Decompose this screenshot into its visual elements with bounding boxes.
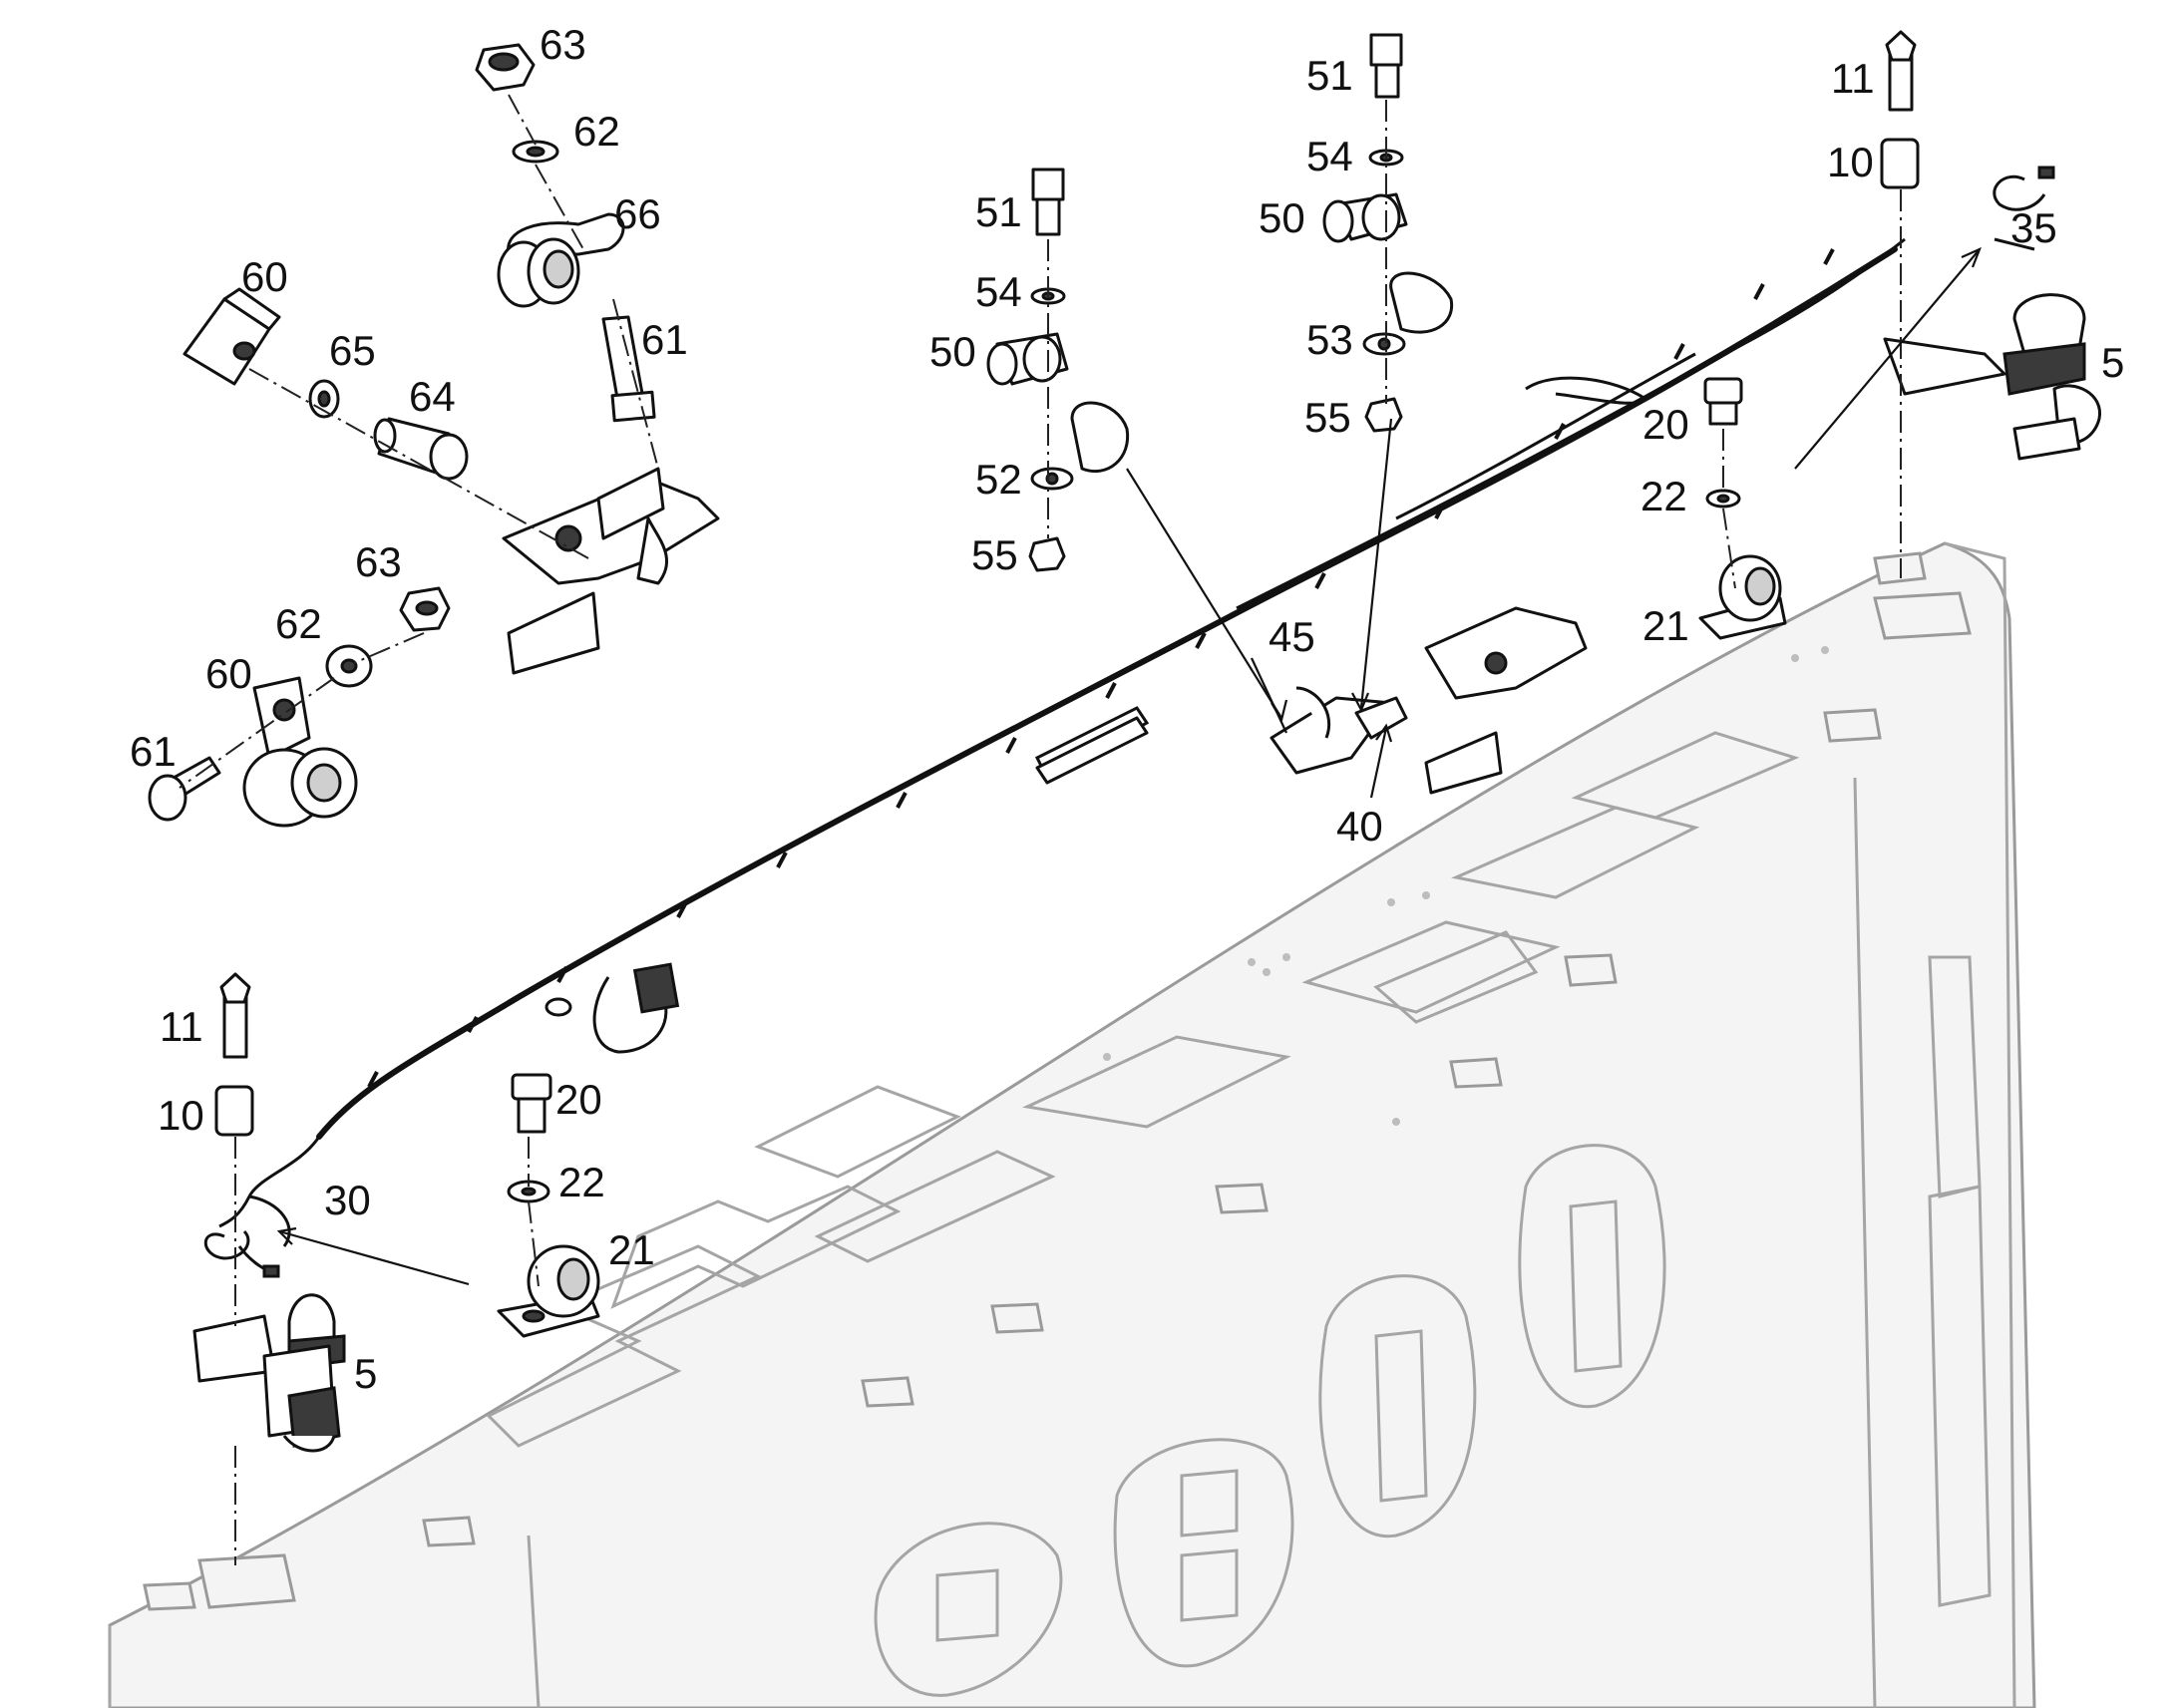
callout-20-left: 20 xyxy=(555,1076,602,1123)
callout-21-left: 21 xyxy=(608,1226,655,1273)
mirror-mount-right xyxy=(1698,30,2101,640)
callout-10-right: 10 xyxy=(1827,139,1874,185)
callout-60-top: 60 xyxy=(241,253,288,300)
callout-10-left: 10 xyxy=(158,1092,204,1139)
callout-35: 35 xyxy=(2010,204,2057,251)
callout-50-right: 50 xyxy=(1259,194,1305,241)
callout-52: 52 xyxy=(975,456,1022,503)
callout-5-left: 5 xyxy=(354,1350,377,1397)
callout-5-right: 5 xyxy=(2101,339,2124,386)
callout-21-right: 21 xyxy=(1642,602,1689,649)
callout-63-top: 63 xyxy=(540,21,586,68)
callout-45: 45 xyxy=(1269,613,1315,660)
nut-55-center xyxy=(1028,536,1066,572)
hood-panel: 9800 xyxy=(108,541,2036,1708)
callout-51-center: 51 xyxy=(975,188,1022,235)
flat-strip xyxy=(1035,716,1149,785)
callout-55-right: 55 xyxy=(1304,394,1351,441)
callout-55-center: 55 xyxy=(971,531,1018,578)
callout-62-top: 62 xyxy=(573,108,620,155)
callout-60-lower: 60 xyxy=(205,650,252,697)
nut-55-right xyxy=(1364,397,1403,433)
callout-63-lower: 63 xyxy=(355,538,402,585)
mirror-mount-left xyxy=(192,972,600,1453)
clamp-66 xyxy=(507,212,625,256)
alignment-lines xyxy=(179,94,1902,1565)
callout-66: 66 xyxy=(614,190,661,237)
callout-62-lower: 62 xyxy=(275,600,322,647)
mirror-bracket-right xyxy=(1424,606,1588,700)
callout-30: 30 xyxy=(324,1177,371,1223)
callout-11-right: 11 xyxy=(1831,55,1875,102)
p-clamp-52 xyxy=(1070,401,1130,474)
model-number-outline: 9800 xyxy=(874,1144,1666,1697)
callout-61-top: 61 xyxy=(641,316,688,363)
mirror-bracket-assembly-left xyxy=(148,43,720,828)
spacer-10-left xyxy=(214,1085,254,1137)
spacer-10-right xyxy=(1880,138,1920,189)
callout-50-center: 50 xyxy=(929,328,976,375)
callout-20-right: 20 xyxy=(1642,401,1689,448)
callout-54-center: 54 xyxy=(975,268,1022,315)
callout-65: 65 xyxy=(329,327,376,374)
callout-61-lower: 61 xyxy=(130,728,177,775)
p-clamp-stack-center xyxy=(986,33,1588,795)
callout-64: 64 xyxy=(409,373,456,420)
callout-22-right: 22 xyxy=(1640,473,1687,519)
callout-22-left: 22 xyxy=(558,1159,605,1205)
callout-54-right: 54 xyxy=(1306,133,1353,179)
callout-53: 53 xyxy=(1306,316,1353,363)
clip-40 xyxy=(1354,696,1408,740)
mirror-plate-5-right xyxy=(1883,337,2006,396)
callout-40: 40 xyxy=(1336,803,1383,850)
callout-labels: 63 62 66 60 65 61 64 63 62 60 61 51 54 5… xyxy=(130,21,2124,1397)
callout-11-left: 11 xyxy=(160,1003,203,1050)
callout-51-right: 51 xyxy=(1306,52,1353,99)
leader-lines xyxy=(276,246,1982,1286)
p-clamp-53 xyxy=(1389,271,1454,334)
